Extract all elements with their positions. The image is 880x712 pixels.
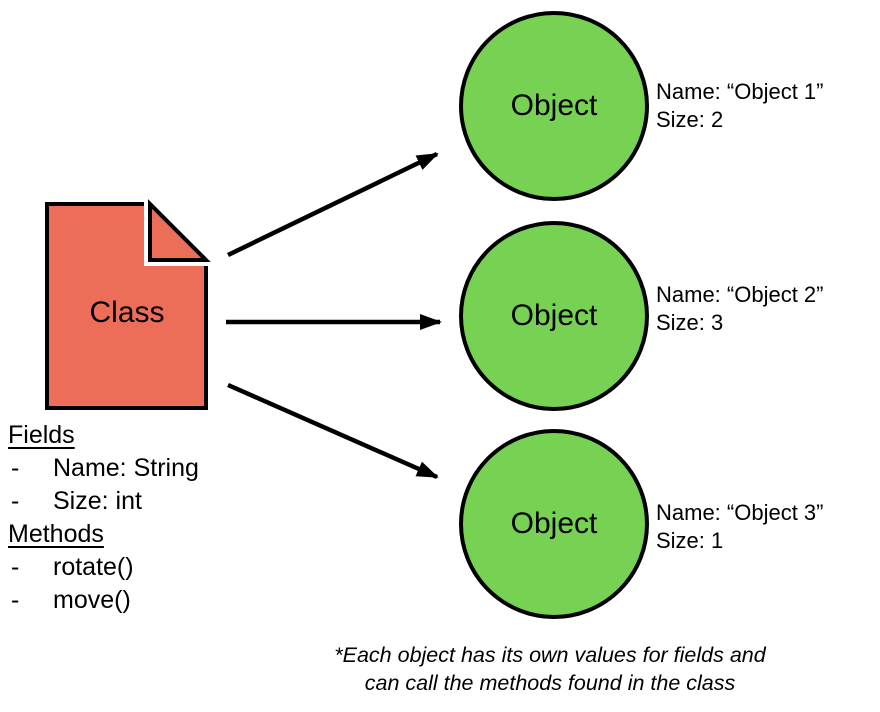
footnote-line-1: *Each object has its own values for fiel… (334, 643, 766, 667)
bullet-dash: - (11, 487, 20, 515)
bullet-dash: - (11, 553, 20, 581)
object-2-circle (459, 221, 649, 411)
method-item: - rotate() (8, 551, 278, 584)
folded-corner-icon (148, 199, 211, 262)
methods-heading: Methods (8, 520, 104, 548)
object-3-annotation: Name: “Object 3” Size: 1 (656, 499, 824, 555)
object-3-size-line: Size: 1 (656, 528, 724, 553)
object-2-annotation: Name: “Object 2” Size: 3 (656, 281, 824, 337)
bullet-dash: - (11, 586, 20, 614)
object-1-size-line: Size: 2 (656, 107, 724, 132)
object-1-name-line: Name: “Object 1” (656, 79, 824, 104)
object-3-name-line: Name: “Object 3” (656, 500, 824, 525)
class-details: Fields - Name: String - Size: int Method… (8, 419, 278, 617)
method-item-label: rotate() (53, 553, 134, 581)
fields-heading: Fields (8, 421, 75, 449)
object-2-name-line: Name: “Object 2” (656, 282, 824, 307)
object-2-size-line: Size: 3 (656, 310, 724, 335)
method-item: - move() (8, 584, 278, 617)
object-3-circle (459, 429, 649, 619)
object-1-label: Object (510, 89, 598, 122)
object-3-label: Object (510, 507, 598, 540)
object-1-circle (459, 11, 649, 201)
field-item-label: Size: int (53, 487, 142, 515)
footnote-line-2: can call the methods found in the class (364, 671, 736, 695)
field-item-label: Name: String (53, 454, 199, 482)
object-1-annotation: Name: “Object 1” Size: 2 (656, 78, 824, 134)
bullet-dash: - (11, 454, 20, 482)
footnote: *Each object has its own values for fiel… (190, 641, 880, 697)
field-item: - Name: String (8, 452, 278, 485)
object-2-label: Object (510, 299, 598, 332)
arrow-class-to-object-1 (227, 151, 439, 258)
field-item: - Size: int (8, 485, 278, 518)
arrow-class-to-object-3 (227, 382, 439, 480)
class-label: Class (89, 296, 165, 329)
method-item-label: move() (53, 586, 131, 614)
